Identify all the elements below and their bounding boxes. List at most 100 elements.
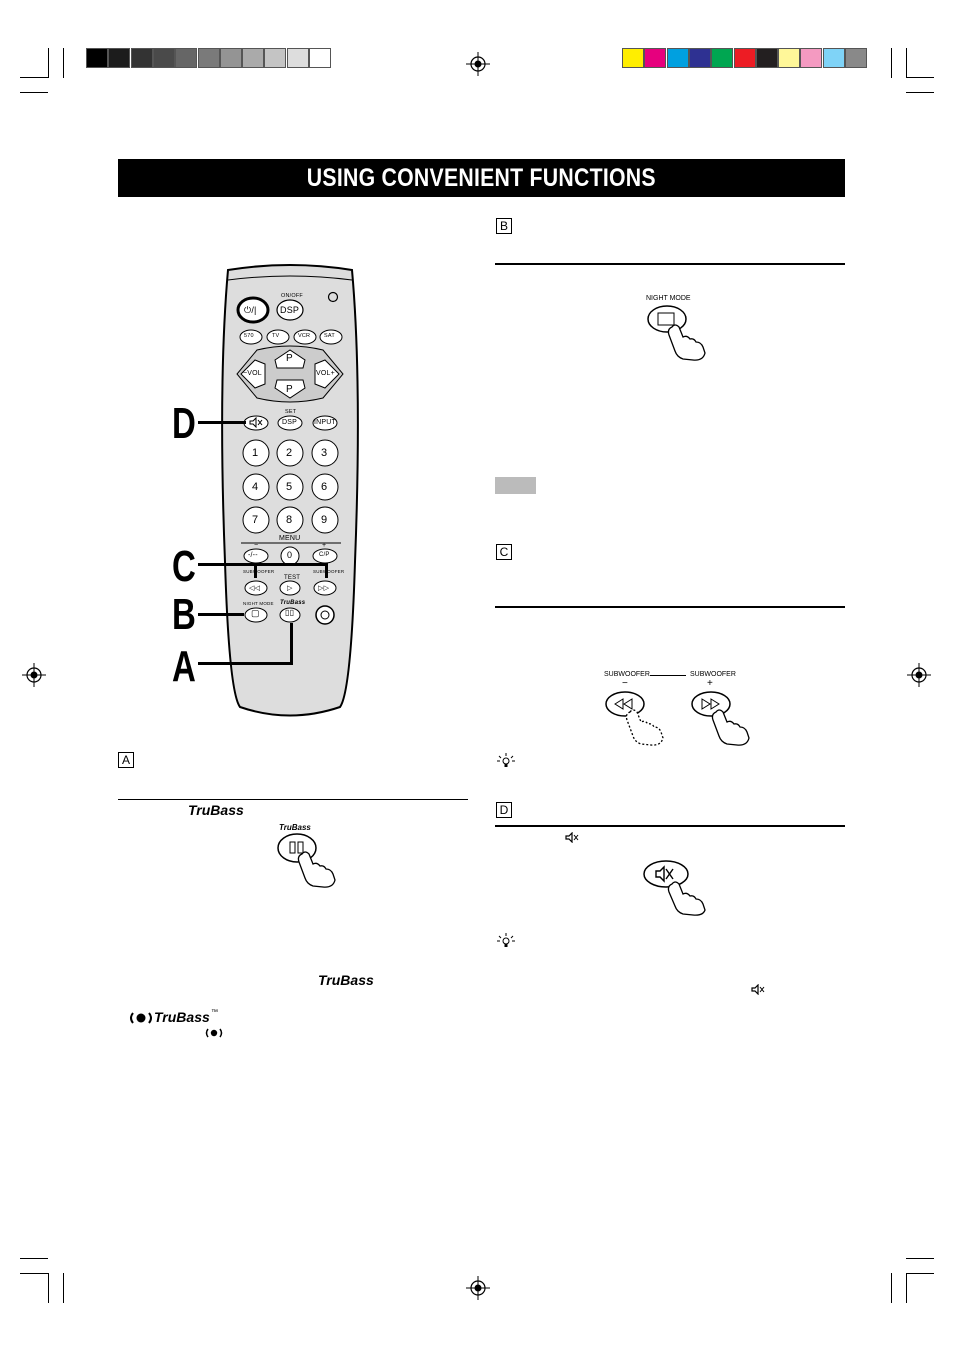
section-letter-d: D xyxy=(496,802,512,818)
subwoofer-plus-figure-label: SUBWOOFER xyxy=(690,671,736,678)
registration-target-icon xyxy=(466,1276,490,1300)
remote-mute-icon xyxy=(249,417,263,428)
remote-on-off-label: ON/OFF xyxy=(281,293,303,299)
leader-line-a-vertical xyxy=(290,623,293,665)
crop-mark xyxy=(906,1258,934,1259)
remote-dash-label: -/-- xyxy=(248,552,258,559)
remote-digit-label: 2 xyxy=(286,447,293,459)
gray-swatch xyxy=(175,48,198,68)
callout-letter-c: C xyxy=(172,542,196,591)
gray-swatch xyxy=(197,48,220,68)
remote-p-up-label: P xyxy=(286,353,293,364)
remote-digit-label: 1 xyxy=(252,447,259,459)
crop-mark xyxy=(906,92,934,93)
remote-input-source-label: VCR xyxy=(298,333,311,339)
remote-digit-label: 9 xyxy=(321,514,328,526)
tip-icon xyxy=(497,753,515,767)
gray-swatch xyxy=(86,48,108,68)
crop-mark xyxy=(20,1273,48,1274)
trubass-logo-text: TruBass xyxy=(154,1009,210,1025)
leader-line-b xyxy=(198,613,244,616)
remote-vol-minus-label: −VOL xyxy=(243,370,262,377)
remote-dsp-top-label: DSP xyxy=(280,305,300,315)
leader-line-c xyxy=(198,563,328,566)
section-c-rule xyxy=(495,606,845,608)
color-swatch xyxy=(778,48,801,68)
section-b-rule xyxy=(495,263,845,265)
trubass-logo-icon xyxy=(130,1012,152,1024)
remote-trubass-label: TruBass xyxy=(280,600,306,606)
trubass-inline-text: TruBass xyxy=(188,802,244,818)
crop-mark xyxy=(63,48,64,78)
remote-minus-label: − xyxy=(254,542,259,549)
remote-input-source-label: 570 xyxy=(244,333,254,339)
crop-mark xyxy=(891,48,892,78)
crop-mark xyxy=(20,1258,48,1259)
remote-plus-label: + xyxy=(322,542,327,549)
remote-zero-label: 0 xyxy=(287,550,293,560)
page-title: USING CONVENIENT FUNCTIONS xyxy=(118,159,845,197)
callout-letter-a: A xyxy=(172,642,196,691)
trubass-figure-label: TruBass xyxy=(279,823,311,832)
color-swatch xyxy=(666,48,689,68)
color-swatch xyxy=(822,48,845,68)
mute-icon xyxy=(565,832,579,843)
subwoofer-minus-sign: − xyxy=(622,678,628,689)
trubass-tm: ™ xyxy=(211,1009,218,1016)
remote-power-label: ⏻/| xyxy=(244,305,257,315)
remote-menu-label: MENU xyxy=(279,535,301,542)
trubass-small-logo-icon xyxy=(205,1028,223,1038)
registration-target-icon xyxy=(466,52,490,76)
gray-swatch xyxy=(219,48,242,68)
color-swatch xyxy=(800,48,823,68)
remote-skip-forward-icon: ▷▷ xyxy=(318,585,330,592)
gray-swatch xyxy=(108,48,131,68)
section-letter-c: C xyxy=(496,544,512,560)
gray-swatch xyxy=(264,48,287,68)
remote-test-label: TEST xyxy=(284,575,301,581)
crop-mark xyxy=(906,1273,907,1303)
crop-mark xyxy=(20,92,48,93)
color-swatch xyxy=(711,48,734,68)
gray-swatch xyxy=(309,48,331,68)
section-letter-a: A xyxy=(118,752,134,768)
gray-swatch xyxy=(130,48,153,68)
note-badge xyxy=(495,477,536,494)
remote-night-mode-label: NIGHT MODE xyxy=(243,601,274,606)
remote-vol-plus-label: VOL+ xyxy=(316,370,335,377)
color-swatch xyxy=(688,48,711,68)
remote-digit-label: 5 xyxy=(286,481,293,493)
color-swatch xyxy=(845,48,867,68)
gray-swatch xyxy=(152,48,175,68)
remote-play-icon: ▷ xyxy=(287,585,293,592)
trubass-button-press-figure xyxy=(277,833,336,888)
remote-skip-back-icon: ◁◁ xyxy=(249,585,261,592)
remote-set-label: SET xyxy=(285,409,297,415)
color-swatch xyxy=(644,48,667,68)
registration-target-icon xyxy=(22,663,46,687)
subwoofer-minus-figure-label: SUBWOOFER xyxy=(604,671,650,678)
leader-line-c-left xyxy=(254,563,257,578)
subwoofer-plus-sign: + xyxy=(707,678,713,689)
crop-mark xyxy=(63,1273,64,1303)
subwoofer-connector-line xyxy=(650,675,686,676)
crop-mark xyxy=(906,77,934,78)
remote-digit-label: 8 xyxy=(286,514,293,526)
leader-line-c-right xyxy=(325,563,328,578)
remote-subwoofer-left-label: SUBWOOFER xyxy=(243,569,275,574)
tip-icon xyxy=(497,933,515,947)
crop-mark xyxy=(906,1273,934,1274)
color-swatch xyxy=(733,48,756,68)
remote-cp-label: C/P xyxy=(319,552,330,558)
remote-control-illustration xyxy=(221,264,359,717)
remote-night-mode-square-icon: ▢ xyxy=(251,608,260,618)
trubass-inline-text-2: TruBass xyxy=(318,972,374,988)
crop-mark xyxy=(891,1273,892,1303)
remote-trubass-bars-icon: ▯▯ xyxy=(285,608,295,617)
crop-mark xyxy=(20,77,48,78)
gray-swatch xyxy=(286,48,309,68)
remote-input-label: INPUT xyxy=(314,419,336,426)
remote-p-down-label: P xyxy=(286,384,293,395)
mute-button-press-figure xyxy=(643,860,706,916)
remote-input-source-label: SAT xyxy=(324,333,335,339)
